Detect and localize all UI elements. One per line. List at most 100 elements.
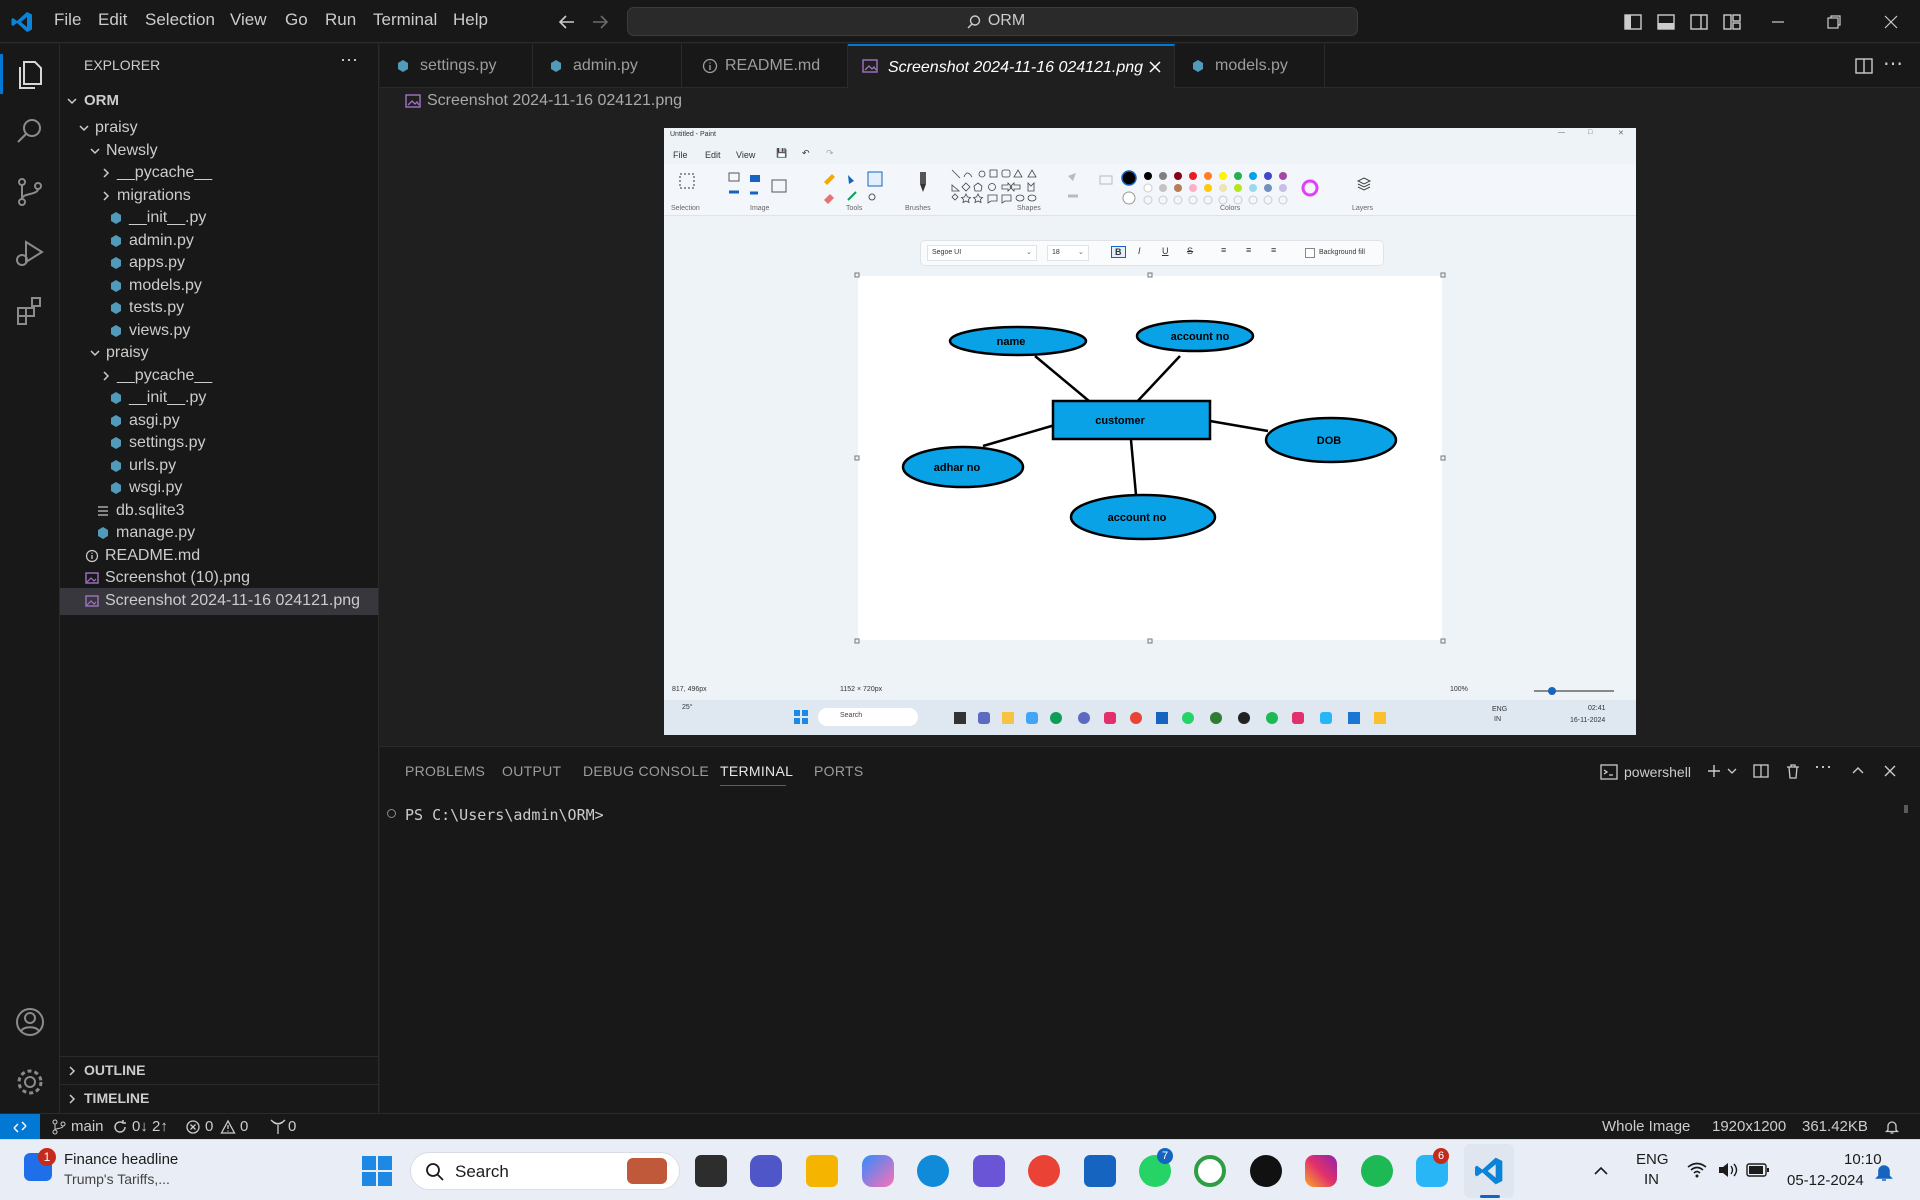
trash-icon[interactable]: [1784, 762, 1802, 780]
tree-item[interactable]: manage.py: [60, 520, 378, 547]
tree-item[interactable]: models.py: [60, 273, 378, 300]
close-window-icon[interactable]: [1881, 12, 1901, 32]
instagram-icon[interactable]: [1305, 1155, 1337, 1187]
tree-item[interactable]: admin.py: [60, 228, 378, 255]
panel-tab-ports[interactable]: PORTS: [814, 763, 864, 779]
menu-edit[interactable]: Edit: [98, 10, 128, 29]
chrome-icon[interactable]: [1028, 1155, 1060, 1187]
menu-run[interactable]: Run: [325, 10, 357, 29]
customize-layout-icon[interactable]: [1722, 12, 1742, 32]
tree-item[interactable]: db.sqlite3: [60, 498, 378, 525]
restore-icon[interactable]: [1824, 12, 1844, 32]
command-center[interactable]: ORM: [627, 7, 1358, 36]
tree-item[interactable]: apps.py: [60, 250, 378, 277]
app-icon[interactable]: [973, 1155, 1005, 1187]
image-mode[interactable]: Whole Image: [1602, 1118, 1691, 1135]
error-count[interactable]: 0: [205, 1118, 214, 1135]
terminal-scrollbar[interactable]: [1904, 805, 1908, 813]
ports-count[interactable]: 0: [288, 1118, 297, 1135]
vscode-taskbar-icon[interactable]: [1473, 1155, 1505, 1187]
task-view-icon[interactable]: [695, 1155, 727, 1187]
menu-file[interactable]: File: [54, 10, 82, 29]
tab-admin-py[interactable]: admin.py: [533, 44, 682, 88]
spotify-icon[interactable]: [1361, 1155, 1393, 1187]
chevron-down-icon[interactable]: [1726, 765, 1738, 777]
news-headline-title[interactable]: Finance headline: [64, 1151, 179, 1168]
tree-item[interactable]: __pycache__: [60, 160, 378, 187]
tree-item[interactable]: views.py: [60, 318, 378, 345]
tree-item[interactable]: __init__.py: [60, 385, 378, 412]
menu-help[interactable]: Help: [453, 10, 488, 29]
language-indicator[interactable]: ENG: [1636, 1151, 1669, 1168]
microsoft-store-icon[interactable]: [1084, 1155, 1116, 1187]
toggle-secondary-sidebar-icon[interactable]: [1689, 12, 1709, 32]
panel-tab-debug-console[interactable]: DEBUG CONSOLE: [583, 763, 710, 779]
tree-item[interactable]: Screenshot (10).png: [60, 565, 378, 592]
tab-screenshot-png[interactable]: Screenshot 2024-11-16 024121.png: [848, 44, 1175, 88]
search-view-icon[interactable]: [12, 114, 48, 150]
toggle-primary-sidebar-icon[interactable]: [1623, 12, 1643, 32]
tree-root-orm[interactable]: ORM: [60, 88, 378, 115]
battery-icon[interactable]: [1746, 1162, 1770, 1178]
copilot-icon[interactable]: [862, 1155, 894, 1187]
panel-tab-output[interactable]: OUTPUT: [502, 763, 562, 779]
panel-more-icon[interactable]: ⋯: [1814, 757, 1832, 777]
split-editor-icon[interactable]: [1854, 56, 1874, 76]
remote-indicator[interactable]: [0, 1114, 40, 1139]
tree-item[interactable]: wsgi.py: [60, 475, 378, 502]
tab-models-py[interactable]: models.py: [1175, 44, 1325, 88]
notifications-bell-icon[interactable]: [1884, 1119, 1900, 1135]
tree-item[interactable]: Screenshot 2024-11-16 024121.png: [60, 587, 378, 615]
volume-icon[interactable]: [1716, 1160, 1738, 1180]
back-arrow-icon[interactable]: [557, 12, 577, 32]
notification-bell-icon[interactable]: [1874, 1162, 1894, 1182]
wifi-icon[interactable]: [1686, 1160, 1708, 1180]
close-tab-icon[interactable]: [1148, 60, 1162, 74]
source-control-icon[interactable]: [12, 174, 48, 210]
tree-item[interactable]: __pycache__: [60, 363, 378, 390]
explorer-icon[interactable]: [12, 56, 48, 92]
toggle-panel-icon[interactable]: [1656, 12, 1676, 32]
tree-item[interactable]: praisy: [60, 115, 378, 142]
menu-terminal[interactable]: Terminal: [373, 10, 438, 29]
minimize-icon[interactable]: [1768, 12, 1788, 32]
terminal-output[interactable]: PS C:\Users\admin\ORM>: [387, 806, 604, 824]
menu-go[interactable]: Go: [285, 10, 308, 29]
preview-image-paint-screenshot[interactable]: Untitled - Paint — □ ✕ File Edit View 💾 …: [664, 128, 1636, 735]
tab-settings-py[interactable]: settings.py: [380, 44, 533, 88]
edge-icon[interactable]: [917, 1155, 949, 1187]
timeline-section[interactable]: TIMELINE: [60, 1086, 378, 1113]
new-terminal-icon[interactable]: [1705, 762, 1723, 780]
app-ring-icon[interactable]: [1194, 1155, 1226, 1187]
more-actions-icon[interactable]: ⋯: [340, 50, 358, 70]
tree-item[interactable]: urls.py: [60, 453, 378, 480]
tree-item[interactable]: settings.py: [60, 430, 378, 457]
tree-item[interactable]: README.md: [60, 543, 378, 570]
tab-readme-md[interactable]: README.md: [682, 44, 848, 88]
tree-item[interactable]: migrations: [60, 183, 378, 210]
tree-item[interactable]: tests.py: [60, 295, 378, 322]
settings-gear-icon[interactable]: [12, 1064, 48, 1100]
tree-item[interactable]: __init__.py: [60, 205, 378, 232]
split-terminal-icon[interactable]: [1752, 762, 1770, 780]
tree-item[interactable]: praisy: [60, 340, 378, 367]
git-sync-status[interactable]: 0↓ 2↑: [132, 1118, 168, 1135]
tree-item[interactable]: asgi.py: [60, 408, 378, 435]
run-debug-icon[interactable]: [12, 234, 48, 270]
clock-time[interactable]: 10:10: [1844, 1151, 1882, 1168]
outline-section[interactable]: OUTLINE: [60, 1058, 378, 1085]
editor-more-icon[interactable]: ⋯: [1883, 53, 1903, 75]
chatgpt-icon[interactable]: [1250, 1155, 1282, 1187]
menu-view[interactable]: View: [230, 10, 267, 29]
taskbar-search-box[interactable]: Search: [410, 1152, 680, 1190]
panel-tab-problems[interactable]: PROBLEMS: [405, 763, 486, 779]
chevron-up-icon[interactable]: [1592, 1162, 1610, 1180]
accounts-icon[interactable]: [12, 1004, 48, 1040]
warning-count[interactable]: 0: [240, 1118, 249, 1135]
teams-icon[interactable]: [750, 1155, 782, 1187]
clock-date[interactable]: 05-12-2024: [1787, 1172, 1864, 1189]
windows-start-icon[interactable]: [362, 1156, 392, 1186]
git-branch[interactable]: main: [71, 1118, 104, 1135]
file-explorer-icon[interactable]: [806, 1155, 838, 1187]
tree-item[interactable]: Newsly: [60, 138, 378, 165]
